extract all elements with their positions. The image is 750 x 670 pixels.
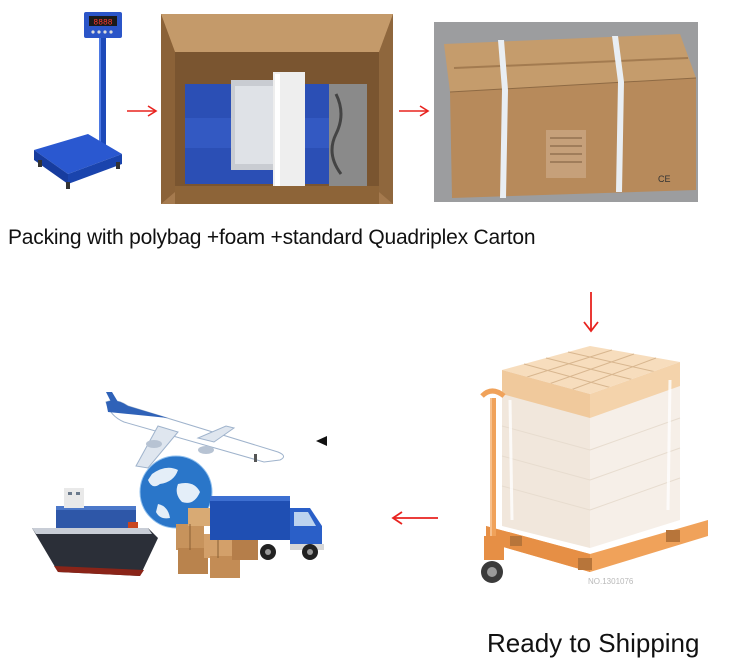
- truck-icon: [210, 496, 324, 560]
- open-box-image: [161, 14, 393, 204]
- pallet-jack-image: NO.1301076: [470, 340, 720, 590]
- arrow-icon: [398, 104, 430, 118]
- airplane-icon: [105, 392, 284, 469]
- packing-caption: Packing with polybag +foam +standard Qua…: [8, 226, 536, 249]
- platform-scale-image: 8888: [26, 10, 126, 192]
- ce-mark-text: CE: [658, 174, 671, 184]
- pallet-watermark-text: NO.1301076: [588, 577, 634, 586]
- arrow-icon: [126, 104, 158, 118]
- scale-display-text: 8888: [93, 19, 112, 28]
- cargo-ship-icon: [32, 488, 158, 576]
- ready-caption: Ready to Shipping: [487, 628, 700, 658]
- sealed-carton-image: CE: [434, 22, 698, 202]
- boxes-icon: [176, 508, 258, 578]
- arrow-icon: [390, 510, 440, 526]
- logistics-image: [28, 388, 326, 588]
- triangle-pointer-icon: [316, 436, 328, 446]
- arrow-icon: [580, 290, 602, 334]
